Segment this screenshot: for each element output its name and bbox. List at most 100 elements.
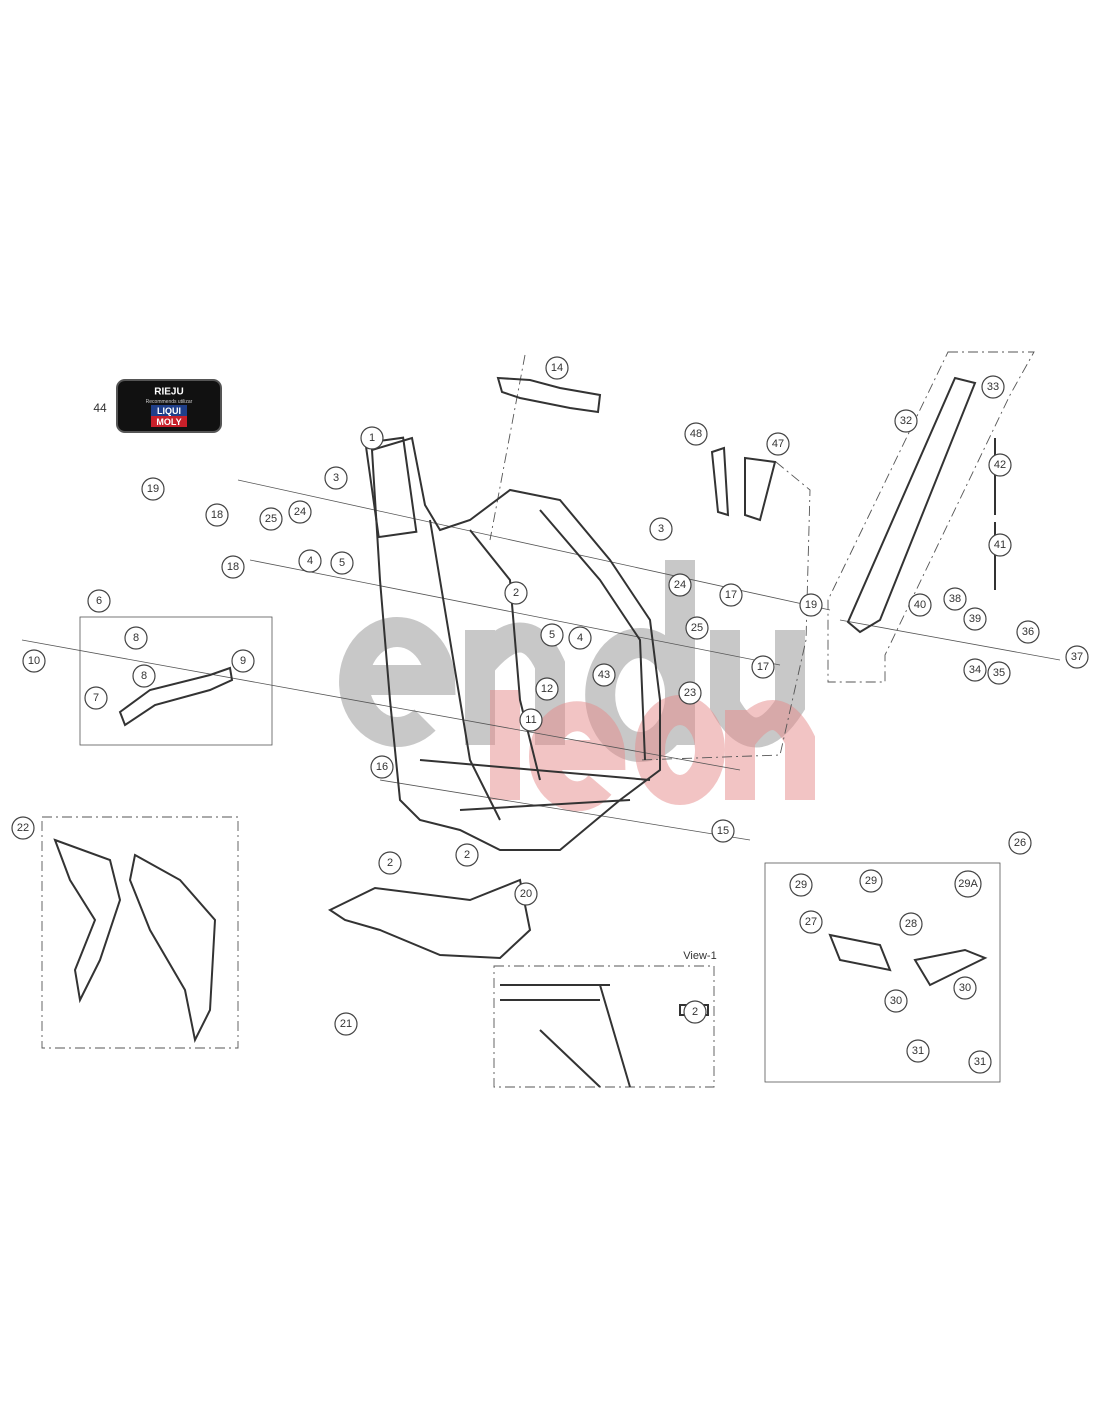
frame-guards-group-box (41, 816, 239, 1049)
callout-circle (519, 708, 543, 732)
callout-circle (683, 1000, 707, 1024)
callout-number: 29A (958, 878, 978, 890)
callout-9: 9 (231, 649, 255, 673)
callout-circle (535, 677, 559, 701)
callout-circle (906, 1039, 930, 1063)
callout-number: 21 (340, 1018, 352, 1030)
rieju-liquimoly-sticker: 44 RIEJU Recommends utilizar LIQUI MOLY (93, 379, 222, 433)
callout-42: 42 (988, 453, 1012, 477)
callout-circle (953, 976, 977, 1000)
callout-circle (884, 989, 908, 1013)
callout-number: 18 (211, 509, 223, 521)
skid-plate (327, 878, 532, 960)
callout-number: 27 (805, 916, 817, 928)
callout-circle (943, 587, 967, 611)
callout-number: 16 (376, 761, 388, 773)
callout-circle (231, 649, 255, 673)
callout-circle (719, 583, 743, 607)
callout-number: 38 (949, 593, 961, 605)
callout-number: 24 (674, 579, 686, 591)
callout-number: 2 (464, 849, 470, 861)
callout-number: 22 (17, 822, 29, 834)
callout-circle (205, 503, 229, 527)
callout-circle (963, 658, 987, 682)
callout-48: 48 (684, 422, 708, 446)
number-plate-bracket (496, 376, 602, 414)
callout-3: 3 (324, 466, 348, 490)
callout-number: 3 (333, 472, 339, 484)
sidestand-group-box (827, 351, 1035, 683)
callout-circle (799, 593, 823, 617)
callout-number: 29 (865, 875, 877, 887)
callout-circle (324, 466, 348, 490)
callout-number: 28 (905, 918, 917, 930)
callout-number: 32 (900, 415, 912, 427)
callout-19: 19 (799, 593, 823, 617)
callout-circle (894, 409, 918, 433)
callout-number: 4 (307, 555, 313, 567)
callout-8: 8 (132, 664, 156, 688)
callout-34: 34 (963, 658, 987, 682)
callout-number: 4 (577, 632, 583, 644)
callout-number: 47 (772, 438, 784, 450)
kickstart-group-box (79, 616, 273, 746)
callout-number: 14 (551, 362, 563, 374)
callout-circle (370, 755, 394, 779)
callout-circle (545, 356, 569, 380)
callout-circle (288, 500, 312, 524)
sticker-number: 44 (93, 401, 107, 415)
callout-29: 29 (789, 873, 813, 897)
callout-circle (298, 549, 322, 573)
callout-19: 19 (141, 477, 165, 501)
callout-circle (132, 664, 156, 688)
callout-39: 39 (963, 607, 987, 631)
callout-2: 2 (378, 851, 402, 875)
callout-number: 2 (513, 587, 519, 599)
callout-20: 20 (514, 882, 538, 906)
callout-number: 6 (96, 595, 102, 607)
callout-36: 36 (1016, 620, 1040, 644)
callout-number: 30 (890, 995, 902, 1007)
callout-11: 11 (519, 708, 543, 732)
callout-8: 8 (124, 626, 148, 650)
callout-number: 33 (987, 381, 999, 393)
callout-number: 2 (692, 1006, 698, 1018)
callout-circle (987, 661, 1011, 685)
callout-26: 26 (1008, 831, 1032, 855)
side-stand (846, 376, 977, 634)
callout-circle (684, 422, 708, 446)
callout-10: 10 (22, 649, 46, 673)
callout-circle (981, 375, 1005, 399)
callout-circle (789, 873, 813, 897)
motorcycle-frame (364, 436, 661, 851)
callout-circle (141, 477, 165, 501)
callout-number: 9 (240, 655, 246, 667)
callout-22: 22 (11, 816, 35, 840)
callout-circle (678, 681, 702, 705)
callout-24: 24 (668, 573, 692, 597)
callout-circle (221, 555, 245, 579)
callout-number: 2 (387, 857, 393, 869)
callout-circle (799, 910, 823, 934)
callout-number: 5 (339, 557, 345, 569)
callout-25: 25 (685, 616, 709, 640)
callout-number: 3 (658, 523, 664, 535)
callout-circle (899, 912, 923, 936)
callout-number: 19 (147, 483, 159, 495)
callout-number: 41 (994, 539, 1006, 551)
callout-15: 15 (711, 819, 735, 843)
callout-circle (988, 533, 1012, 557)
callout-circle (988, 453, 1012, 477)
callout-number: 40 (914, 599, 926, 611)
callout-14: 14 (545, 356, 569, 380)
callout-24: 24 (288, 500, 312, 524)
callout-number: 48 (690, 428, 702, 440)
callout-circle (455, 843, 479, 867)
callout-number: 19 (805, 599, 817, 611)
view-1-detail (500, 984, 709, 1088)
callout-35: 35 (987, 661, 1011, 685)
callout-number: 20 (520, 888, 532, 900)
callout-number: 25 (691, 622, 703, 634)
